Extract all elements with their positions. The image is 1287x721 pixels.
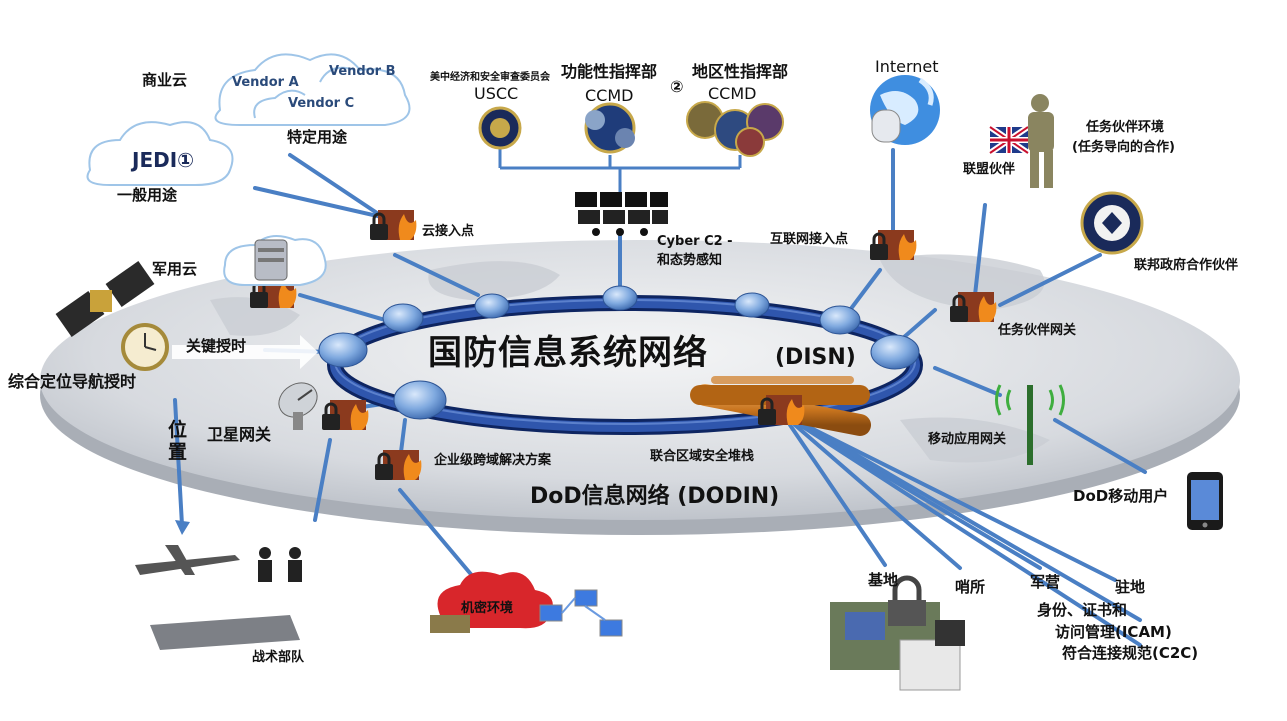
post-label: 哨所 xyxy=(955,578,986,596)
command-links xyxy=(498,148,742,192)
regional-mark: ② xyxy=(670,77,684,96)
cyber-c2-label-2: 和态势感知 xyxy=(657,253,723,268)
disn-abbr: (DISN) xyxy=(775,345,856,370)
seal-icon xyxy=(584,102,636,154)
dod-mobile-user-label: DoD移动用户 xyxy=(1073,487,1169,505)
base-photo-icon xyxy=(830,575,965,691)
icam-label-1: 身份、证书和 xyxy=(1037,601,1128,619)
platform-disk xyxy=(40,240,1240,535)
base-label: 基地 xyxy=(868,571,899,589)
globe-icon xyxy=(870,75,940,145)
camp-label: 军营 xyxy=(1030,573,1061,591)
commercial-cloud-label: 商业云 xyxy=(142,71,188,89)
functional-command-label: 功能性指挥部 xyxy=(561,62,658,81)
tactical-forces-icon xyxy=(135,545,302,650)
dodin-title: DoD信息网络 (DODIN) xyxy=(530,484,780,509)
cloud-access-point-label: 云接入点 xyxy=(422,224,475,239)
functional-ccmd-label: CCMD xyxy=(585,86,634,105)
uscc-label: USCC xyxy=(474,84,519,103)
monitor-icon xyxy=(539,589,623,637)
satellite-icon xyxy=(55,261,155,337)
uk-flag-icon xyxy=(988,124,1030,156)
smartphone-icon xyxy=(1187,472,1223,530)
satellite-gateway-label: 卫星网关 xyxy=(207,425,272,444)
ring-nodes xyxy=(318,285,920,420)
position-label: 位置 xyxy=(168,419,188,463)
connection-lines xyxy=(173,148,1147,647)
antenna-icon xyxy=(995,384,1065,465)
uscc-cn-label: 美中经济和安全审查委员会 xyxy=(430,72,550,83)
station-label: 驻地 xyxy=(1115,578,1146,596)
server-icon xyxy=(223,235,327,286)
mission-partner-env-label-1: 任务伙伴环境 xyxy=(1086,120,1165,135)
vendor-c-label: Vendor C xyxy=(288,96,355,111)
general-use-label: 一般用途 xyxy=(117,186,178,204)
firewall-lock-icon xyxy=(758,395,805,425)
firewall-lock-icon xyxy=(370,210,417,240)
regional-command-label: 地区性指挥部 xyxy=(692,62,789,81)
vendor-a-label: Vendor A xyxy=(232,75,299,90)
c2c-label: 符合连接规范(C2C) xyxy=(1062,644,1199,662)
specific-use-label: 特定用途 xyxy=(287,128,348,146)
firewall-lock-icon xyxy=(950,292,997,322)
cloud-icon xyxy=(86,53,411,186)
federal-partner-label: 联邦政府合作伙伴 xyxy=(1134,258,1239,273)
classified-env-label: 机密环境 xyxy=(461,601,514,616)
seal-icon xyxy=(478,106,522,150)
mobile-gateway-label: 移动应用网关 xyxy=(928,432,1007,447)
critical-timing-label: 关键授时 xyxy=(186,337,247,355)
internet-access-point-label: 互联网接入点 xyxy=(770,232,849,247)
vendor-b-label: Vendor B xyxy=(329,64,396,79)
cyber-c2-label-1: Cyber C2 - xyxy=(657,234,733,249)
classified-cloud-icon xyxy=(430,571,553,633)
disn-title: 国防信息系统网络 xyxy=(428,333,708,373)
monitor-icon xyxy=(575,192,668,236)
regional-ccmd-label: CCMD xyxy=(708,84,757,103)
military-cloud-label: 军用云 xyxy=(152,260,198,278)
firewall-lock-icon xyxy=(375,450,422,480)
seal-icon xyxy=(686,101,784,157)
mission-partner-gateway-label: 任务伙伴网关 xyxy=(998,323,1077,338)
mission-partner-env-label-2: (任务导向的合作) xyxy=(1072,140,1175,155)
jrss-label: 联合区域安全堆栈 xyxy=(650,449,755,464)
tactical-forces-label: 战术部队 xyxy=(252,650,305,665)
firewall-lock-icon xyxy=(322,400,369,430)
seal-icon xyxy=(1080,191,1144,255)
satellite-dish-icon xyxy=(278,382,318,430)
clock-icon xyxy=(121,323,169,371)
soldier-icon xyxy=(1028,94,1054,188)
firewall-lock-icon xyxy=(870,230,917,260)
pnt-label: 综合定位导航授时 xyxy=(8,372,137,391)
coalition-partner-label: 联盟伙伴 xyxy=(963,162,1016,177)
internet-label: Internet xyxy=(875,57,939,76)
jedi-label: JEDI① xyxy=(132,148,195,172)
enterprise-cross-domain-label: 企业级跨域解决方案 xyxy=(434,453,552,468)
icam-label-2: 访问管理(ICAM) xyxy=(1055,623,1172,641)
